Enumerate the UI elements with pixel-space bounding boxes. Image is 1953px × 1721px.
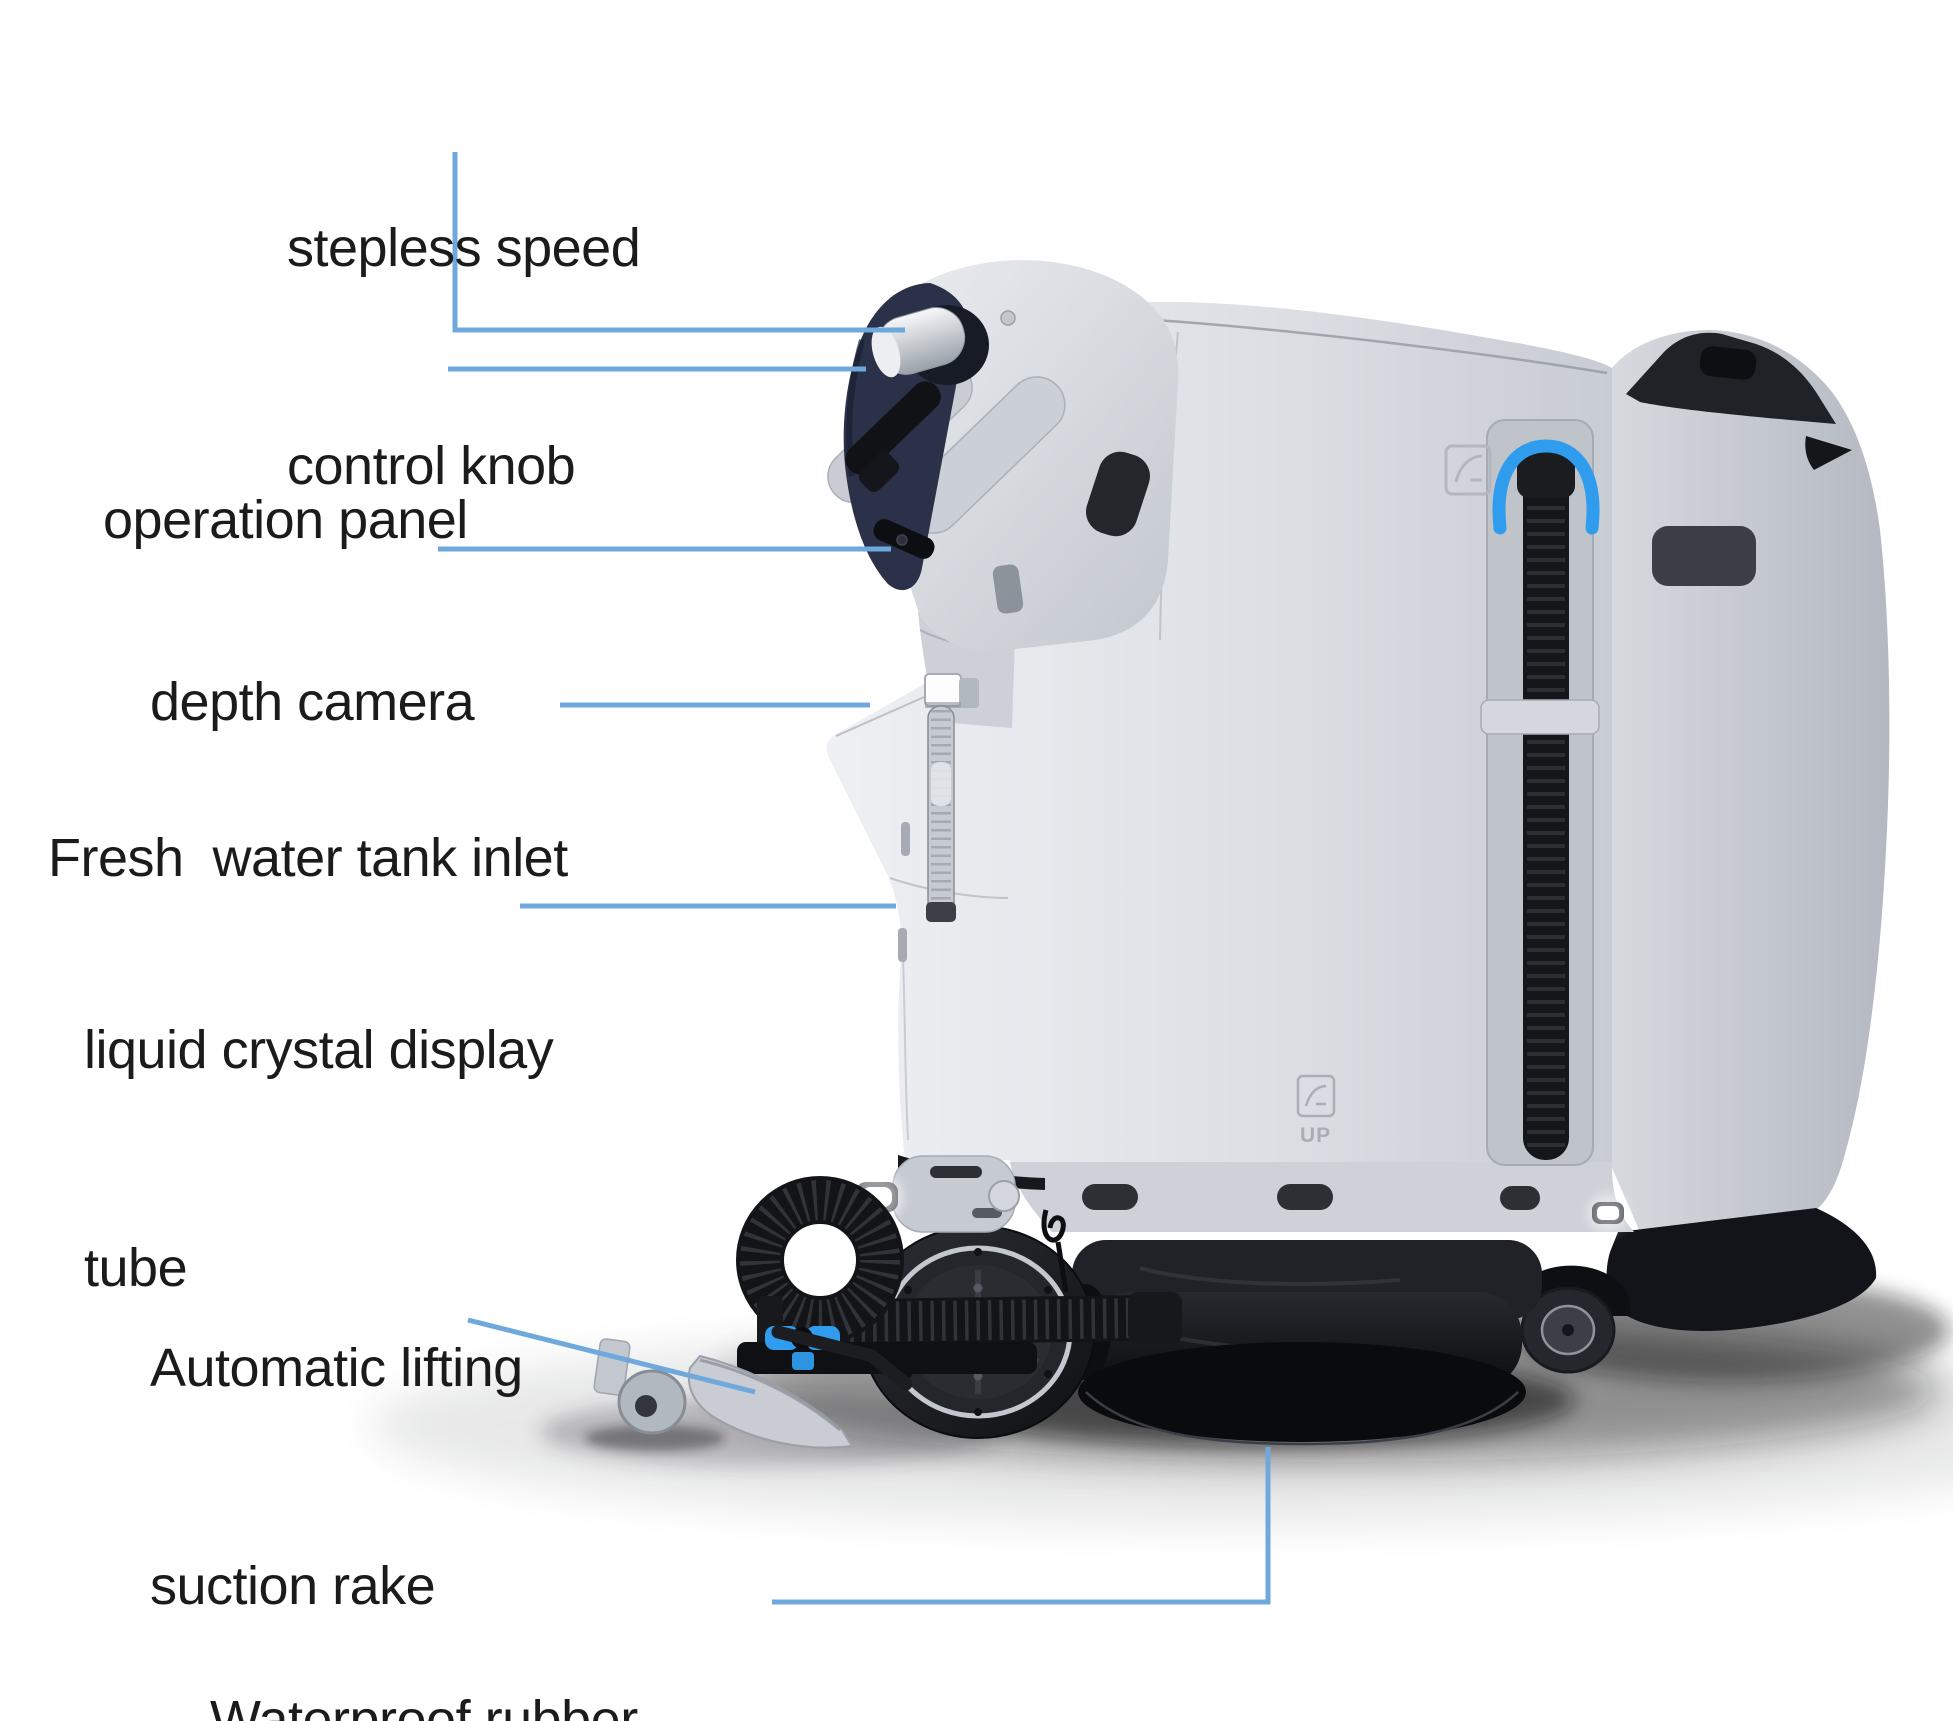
rear-led-light: [1588, 1193, 1628, 1233]
rear-base-plate: [1606, 1208, 1877, 1332]
label-stepless-speed-control-knob: stepless speed control knob: [287, 66, 641, 649]
leader-waterproof-rubber: [772, 1447, 1271, 1605]
label-line: depth camera: [150, 671, 475, 732]
head-assembly: [827, 260, 1179, 651]
suction-hose: [736, 1176, 1182, 1345]
panel-display-slot: [845, 381, 941, 475]
rear-hook: [1805, 436, 1852, 470]
rear-fin: [1626, 332, 1836, 424]
depth-camera-part: [873, 519, 935, 559]
squeegee-blade: [687, 1354, 854, 1449]
label-fresh-water-tank-inlet: Fresh water tank inlet: [48, 676, 568, 1040]
display-tube-part: [898, 705, 956, 962]
label-line: Waterproof rubber: [210, 1689, 638, 1721]
label-line: tube: [84, 1238, 188, 1299]
lower-skirt: [905, 1162, 1634, 1232]
rear-knob: [1699, 346, 1757, 380]
body-icon-marking: [1444, 444, 1492, 496]
squeegee-mount-bracket: [892, 1155, 1020, 1233]
rear-vent: [1652, 526, 1756, 586]
leader-stepless-speed-control-knob: [452, 152, 905, 333]
label-line: Automatic lifting: [150, 1337, 523, 1398]
leader-lines: [438, 152, 1271, 1605]
rear-panel: [1512, 330, 1890, 1374]
label-line: control knob: [287, 436, 576, 497]
handle-opening: [1086, 451, 1150, 537]
label-liquid-crystal-display-tube: liquid crystal display tube: [84, 868, 554, 1451]
skirt-vents: [1082, 1184, 1540, 1210]
label-operation-panel: operation panel: [103, 338, 468, 702]
fresh-water-inlet-part: [924, 673, 979, 708]
label-line: stepless speed: [287, 217, 641, 278]
brush-deck: [1059, 1240, 1542, 1446]
label-line: operation panel: [103, 489, 468, 550]
label-line: Fresh water tank inlet: [48, 827, 568, 888]
up-marking-text: UP: [1300, 1124, 1331, 1147]
deck-icon-marking: UP: [1296, 1074, 1336, 1147]
label-automatic-lifting-suction-rake: Automatic lifting suction rake: [150, 1186, 523, 1721]
label-line: suction rake: [150, 1556, 436, 1617]
label-waterproof-rubber: Waterproof rubber: [210, 1538, 638, 1721]
label-depth-camera: depth camera: [150, 520, 475, 884]
hose-channel: [1480, 419, 1600, 1166]
label-line: liquid crystal display: [84, 1019, 554, 1080]
waterproof-rubber-skirt: [1078, 1342, 1526, 1442]
sensor-cable: [1041, 1209, 1069, 1293]
suction-rake-assembly: [593, 1155, 1182, 1449]
hose-clamp-blue: [1492, 439, 1600, 535]
speed-knob-part: [871, 305, 989, 385]
leader-automatic-lifting-suction-rake: [467, 1317, 756, 1395]
front-caster-wheel: [617, 1369, 687, 1435]
cowl-seam: [1154, 318, 1608, 375]
rear-caster-wheel: [1512, 1265, 1630, 1374]
